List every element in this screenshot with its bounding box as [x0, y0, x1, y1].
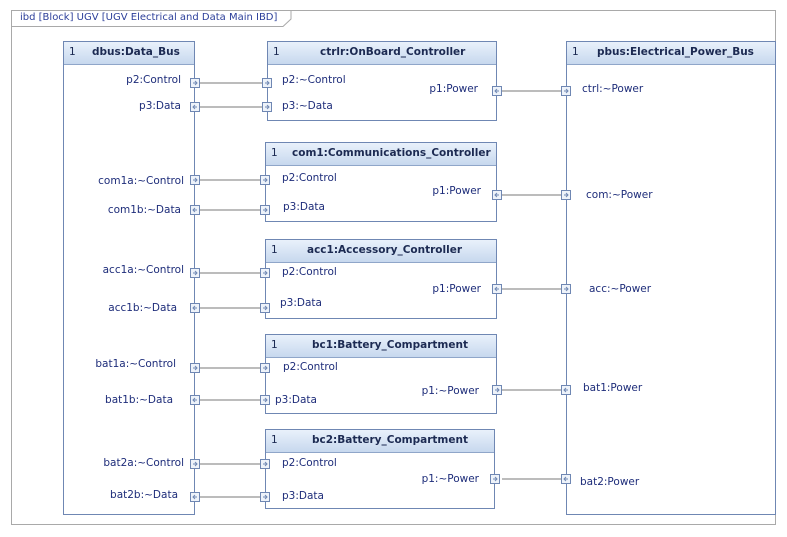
- block-bc1-header: 1 bc1:Battery_Compartment: [266, 335, 496, 358]
- block-com1-header: 1 com1:Communications_Controller: [266, 143, 496, 166]
- port-label-bc2-p3: p3:Data: [282, 490, 324, 502]
- port-label-ctrlr-p1: p1:Power: [429, 83, 478, 95]
- multiplicity: 1: [271, 339, 278, 351]
- multiplicity: 1: [69, 46, 76, 58]
- block-com1[interactable]: 1 com1:Communications_Controller: [265, 142, 497, 222]
- block-ctrlr-header: 1 ctrlr:OnBoard_Controller: [268, 42, 496, 65]
- port-label-dbus-acc1b: acc1b:~Data: [108, 302, 177, 314]
- port-label-bc2-p1: p1:~Power: [421, 473, 479, 485]
- port-label-pbus-com: com:~Power: [586, 189, 653, 201]
- port-label-dbus-bat2b: bat2b:~Data: [110, 489, 178, 501]
- block-pbus-header: 1 pbus:Electrical_Power_Bus: [567, 42, 775, 65]
- port-label-dbus-acc1a: acc1a:~Control: [102, 264, 184, 276]
- block-acc1[interactable]: 1 acc1:Accessory_Controller: [265, 239, 497, 319]
- block-name: bc1:Battery_Compartment: [312, 339, 468, 351]
- port-label-bc2-p2: p2:Control: [282, 457, 337, 469]
- port-label-dbus-bat2a: bat2a:~Control: [103, 457, 184, 469]
- port-label-acc1-p2: p2:Control: [282, 266, 337, 278]
- block-bc2[interactable]: 1 bc2:Battery_Compartment: [265, 429, 495, 509]
- multiplicity: 1: [271, 147, 278, 159]
- multiplicity: 1: [271, 244, 278, 256]
- port-label-dbus-com1b: com1b:~Data: [107, 204, 181, 216]
- multiplicity: 1: [273, 46, 280, 58]
- port-label-acc1-p1: p1:Power: [432, 283, 481, 295]
- port-label-com1-p1: p1:Power: [432, 185, 481, 197]
- block-ctrlr[interactable]: 1 ctrlr:OnBoard_Controller: [267, 41, 497, 121]
- multiplicity: 1: [572, 46, 579, 58]
- port-label-pbus-ctrl: ctrl:~Power: [582, 83, 644, 95]
- frame-label: ibd [Block] UGV [UGV Electrical and Data…: [20, 12, 278, 23]
- port-label-com1-p2: p2:Control: [282, 172, 337, 184]
- block-dbus-header: 1 dbus:Data_Bus: [64, 42, 194, 65]
- block-name: pbus:Electrical_Power_Bus: [597, 46, 754, 58]
- block-name: ctrlr:OnBoard_Controller: [320, 46, 466, 58]
- multiplicity: 1: [271, 434, 278, 446]
- block-acc1-header: 1 acc1:Accessory_Controller: [266, 240, 496, 263]
- block-name: acc1:Accessory_Controller: [307, 244, 463, 256]
- port-label-bc1-p3: p3:Data: [275, 394, 317, 406]
- port-label-dbus-com1a: com1a:~Control: [98, 175, 184, 187]
- frame-tab: [11, 10, 292, 27]
- port-label-dbus-bat1b: bat1b:~Data: [105, 394, 173, 406]
- port-label-dbus-p3: p3:Data: [139, 100, 181, 112]
- block-pbus[interactable]: 1 pbus:Electrical_Power_Bus: [566, 41, 776, 515]
- port-label-ctrlr-p3: p3:~Data: [282, 100, 333, 112]
- block-bc1[interactable]: 1 bc1:Battery_Compartment: [265, 334, 497, 414]
- port-label-bc1-p2: p2:Control: [283, 361, 338, 373]
- port-label-pbus-bat1: bat1:Power: [583, 382, 643, 394]
- port-label-bc1-p1: p1:~Power: [421, 385, 479, 397]
- port-label-pbus-acc: acc:~Power: [589, 283, 652, 295]
- port-label-ctrlr-p2: p2:~Control: [282, 74, 346, 86]
- port-label-dbus-p2: p2:Control: [126, 74, 181, 86]
- port-label-com1-p3: p3:Data: [283, 201, 325, 213]
- block-bc2-header: 1 bc2:Battery_Compartment: [266, 430, 494, 453]
- port-label-acc1-p3: p3:Data: [280, 297, 322, 309]
- port-label-pbus-bat2: bat2:Power: [580, 476, 640, 488]
- block-name: com1:Communications_Controller: [292, 147, 491, 159]
- block-name: bc2:Battery_Compartment: [312, 434, 468, 446]
- block-name: dbus:Data_Bus: [92, 46, 180, 58]
- port-label-dbus-bat1a: bat1a:~Control: [95, 358, 176, 370]
